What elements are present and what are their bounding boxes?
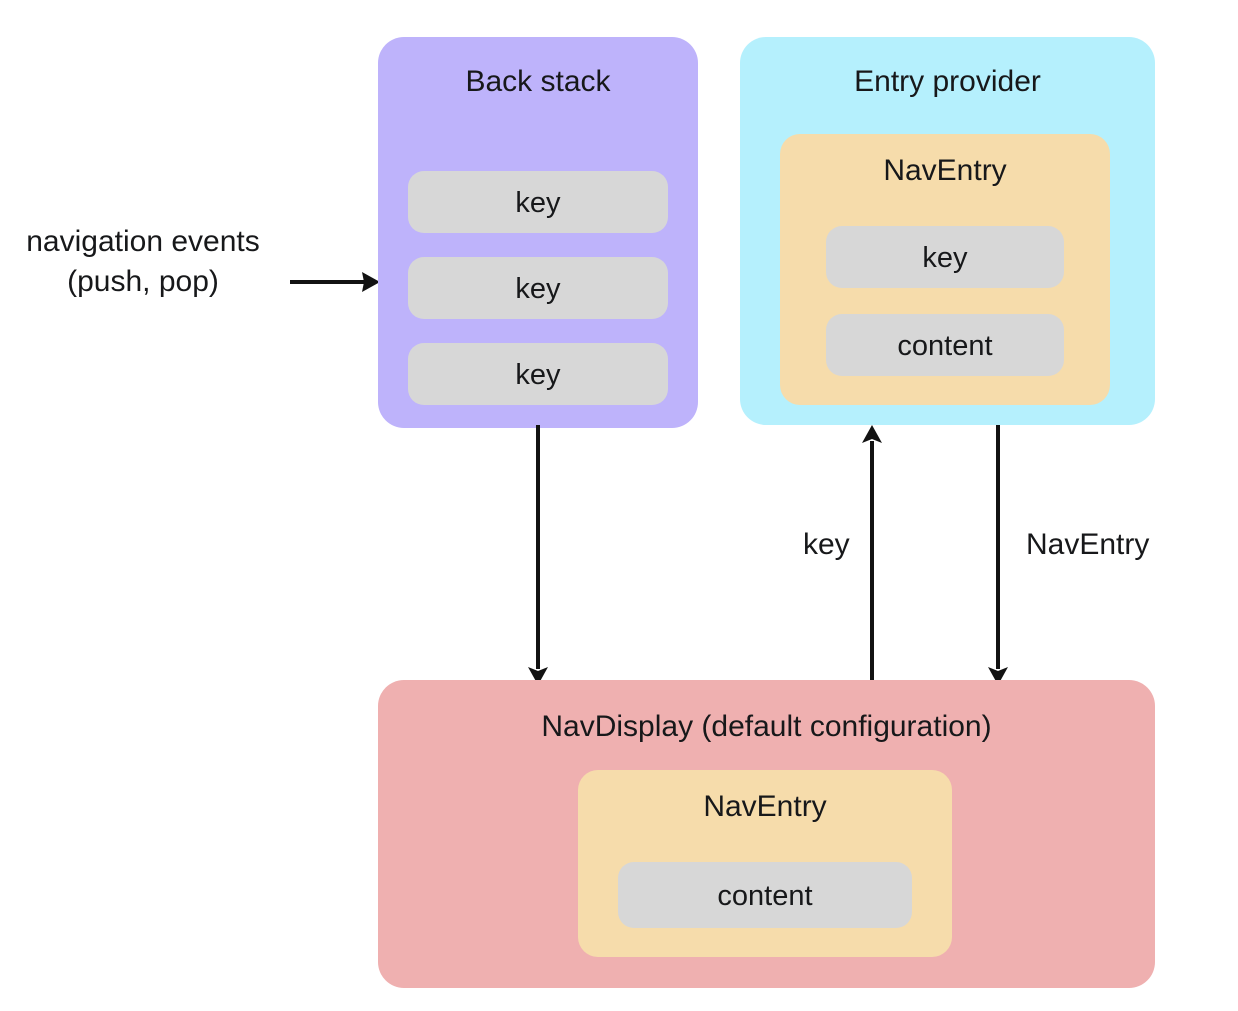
back-stack-box[interactable]: Back stack key key key — [378, 37, 698, 428]
entry-provider-nav-entry-title: NavEntry — [883, 154, 1007, 187]
back-stack-key-item[interactable]: key — [408, 171, 668, 233]
back-stack-key-label: key — [515, 187, 561, 219]
edge-label-key: key — [803, 528, 850, 561]
back-stack-key-item[interactable]: key — [408, 257, 668, 319]
nav-display-title: NavDisplay (default configuration) — [541, 710, 992, 743]
entry-provider-nav-entry-key-label: key — [922, 242, 968, 274]
entry-provider-nav-entry-key-slot[interactable]: key — [826, 226, 1064, 288]
arrow-up-icon — [862, 425, 882, 685]
nav-display-nav-entry-title: NavEntry — [703, 790, 827, 823]
entry-provider-nav-entry-content-label: content — [897, 330, 993, 362]
arrow-down-icon — [528, 425, 548, 685]
arrow-right-icon — [290, 272, 380, 292]
edge-label-naventry: NavEntry — [1026, 528, 1150, 561]
entry-provider-nav-entry-content-slot[interactable]: content — [826, 314, 1064, 376]
entry-provider-nav-entry-box[interactable]: NavEntry key content — [780, 134, 1110, 405]
nav-display-box[interactable]: NavDisplay (default configuration) NavEn… — [378, 680, 1155, 988]
navigation-events-line-1: navigation events — [26, 225, 260, 258]
back-stack-key-label: key — [515, 359, 561, 391]
entry-provider-title: Entry provider — [854, 65, 1041, 98]
arrow-down-icon — [988, 425, 1008, 685]
nav-display-nav-entry-box[interactable]: NavEntry content — [578, 770, 952, 957]
navigation-events-line-2: (push, pop) — [67, 265, 219, 299]
nav-display-nav-entry-content-slot[interactable]: content — [618, 862, 912, 928]
entry-provider-box[interactable]: Entry provider NavEntry key content — [740, 37, 1155, 425]
navigation-events-label: navigation events (push, pop) — [8, 222, 278, 302]
back-stack-title: Back stack — [465, 65, 611, 98]
nav-display-nav-entry-content-label: content — [717, 880, 813, 912]
back-stack-key-label: key — [515, 273, 561, 305]
back-stack-key-item[interactable]: key — [408, 343, 668, 405]
